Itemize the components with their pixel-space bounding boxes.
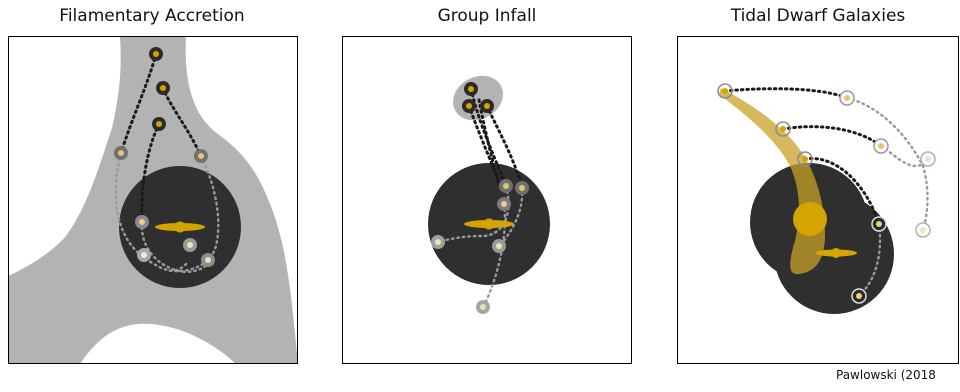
tidal-dwarf-ring: [775, 121, 791, 137]
satellite-light: [431, 235, 445, 249]
satellite-dark: [149, 47, 163, 61]
satellite-dark: [462, 99, 476, 113]
satellite-markers: [114, 47, 215, 267]
satellite-light: [201, 253, 215, 267]
tidal-dwarf-ring: [920, 151, 936, 167]
tidal-dwarf-ring: [873, 138, 889, 154]
satellite-dark: [152, 117, 166, 131]
satellite-dark: [464, 82, 478, 96]
satellite-grey: [194, 149, 208, 163]
group-infall-panel: [342, 36, 632, 364]
tidal-dwarf-ring: [717, 83, 733, 99]
credit-text: Pawlowski (2018: [836, 368, 936, 382]
panel-frame: [677, 36, 959, 364]
satellite-markers: [431, 82, 529, 314]
tidal-dwarf-ring: [915, 222, 931, 238]
tidal-dwarf-ring: [851, 288, 867, 304]
satellite-dark: [156, 81, 170, 95]
panel-title-tidal-dwarf-galaxies: Tidal Dwarf Galaxies: [730, 6, 906, 26]
panel-title-filamentary-accretion: Filamentary Accretion: [59, 6, 245, 26]
panel-title-group-infall: Group Infall: [437, 6, 537, 26]
filamentary-accretion-panel: [8, 36, 298, 364]
satellite-dark: [480, 99, 494, 113]
tidal-bulge: [793, 202, 827, 236]
satellite-grey: [515, 181, 529, 195]
tidal-dwarf-galaxies-panel: [677, 36, 959, 364]
central-galaxy-disk: [155, 221, 205, 233]
satellite-grey: [135, 215, 149, 229]
satellite-grey: [499, 179, 513, 193]
panel-frame: [342, 36, 632, 364]
infalling-group-envelope: [453, 75, 503, 121]
satellite-light: [492, 239, 506, 253]
tidal-dwarf-ring: [797, 151, 813, 167]
tidal-dwarf-ring: [871, 216, 887, 232]
secondary-galaxy-disk: [815, 248, 857, 258]
tidal-dwarf-markers: [717, 83, 936, 304]
satellite-light: [137, 248, 151, 262]
tidal-dwarf-ring: [839, 90, 855, 106]
satellite-grey: [114, 146, 128, 160]
satellite-grey: [497, 197, 511, 211]
satellite-light: [183, 238, 197, 252]
panel-frame: [8, 36, 298, 364]
central-galaxy-disk: [464, 218, 514, 230]
satellite-light: [476, 300, 490, 314]
